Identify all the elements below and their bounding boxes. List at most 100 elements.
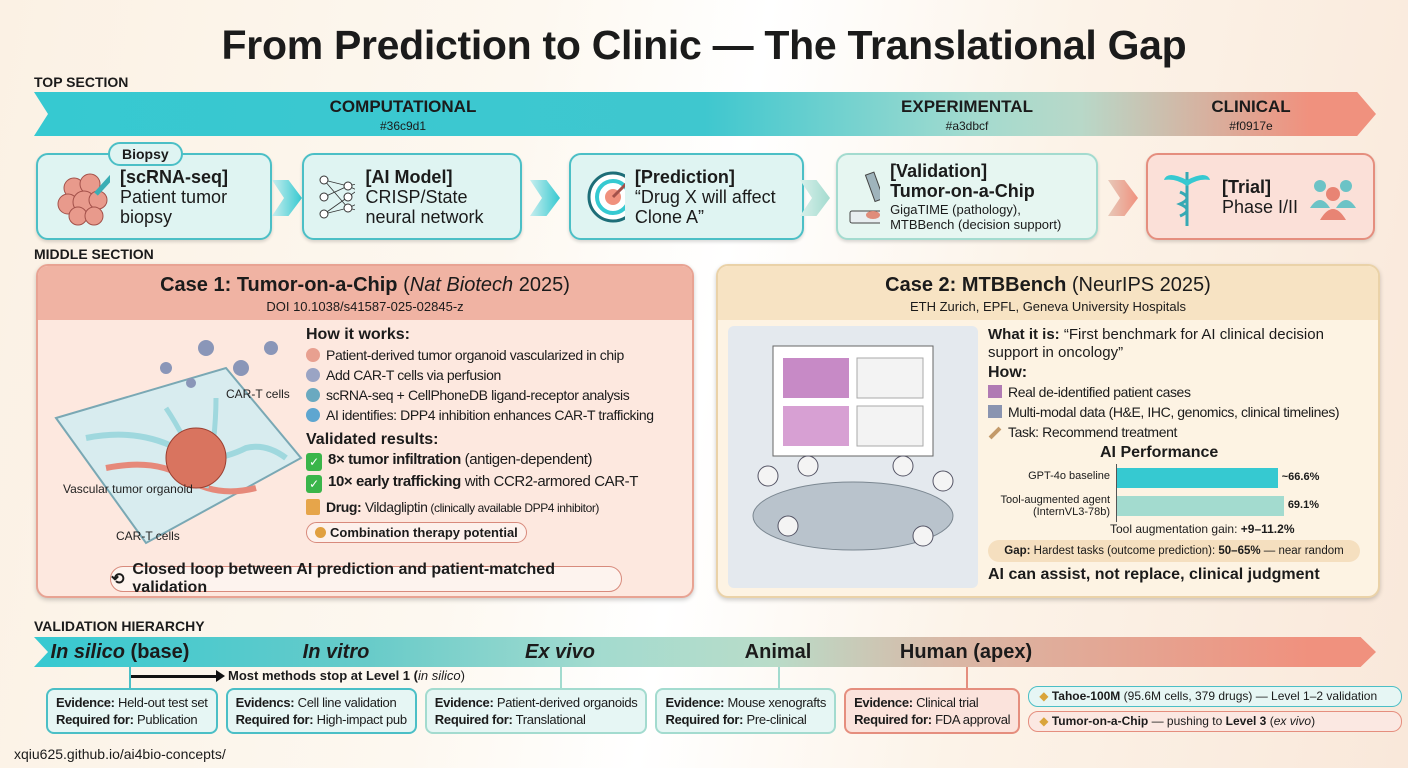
microscope-icon: [849, 170, 881, 223]
step-ai-model: [AI Model]CRISP/State neural network: [302, 153, 522, 240]
validated-results-heading: Validated results:: [306, 431, 439, 448]
flow-arrow: [272, 180, 302, 216]
footer-url: xqiu625.github.io/ai4bio-concepts/: [14, 746, 226, 762]
closed-loop-banner: ⟲Closed loop between AI prediction and p…: [110, 561, 622, 596]
bar-label: GPT-4o baseline: [1028, 470, 1110, 482]
level-in-silico: In silico (base): [50, 641, 190, 663]
how-it-works-heading: How it works:: [306, 326, 411, 343]
level-in-vitro: In vitro: [302, 641, 370, 663]
validation-hierarchy-label: VALIDATION HIERARCHY: [34, 618, 205, 634]
drug-item: Drug: Vildagliptin (clinically available…: [306, 495, 690, 519]
bar: [1116, 496, 1284, 516]
gain-text: Tool augmentation gain: +9–11.2%: [1110, 522, 1295, 536]
caduceus-icon: [1164, 171, 1210, 226]
phase-experimental: EXPERIMENTAL#a3dbcf: [901, 97, 1033, 133]
multimodal-data-icon: [988, 405, 1002, 418]
list-item: Multi-modal data (H&E, IHC, genomics, cl…: [988, 403, 1374, 423]
tahoe-tag: ◆ Tahoe-100M (95.6M cells, 379 drugs) — …: [1028, 686, 1402, 707]
connector: [560, 667, 562, 688]
case2-affiliations: ETH Zurich, EPFL, Geneva University Hosp…: [910, 299, 1186, 314]
phase-computational: COMPUTATIONAL#36c9d1: [329, 97, 477, 133]
biopsy-badge: Biopsy: [108, 142, 183, 166]
histology-icon: [988, 385, 1002, 398]
pipeline-arrow: [34, 92, 1376, 136]
figure-label: CAR-T cells: [116, 529, 180, 543]
case1-panel: Case 1: Tumor-on-a-Chip (Nat Biotech 202…: [36, 264, 694, 598]
level-ex-vivo: Ex vivo: [524, 641, 596, 663]
tumor-board-meeting-illustration: [728, 326, 978, 588]
list-item: AI identifies: DPP4 inhibition enhances …: [306, 406, 690, 426]
tumor-cells-icon: [57, 173, 111, 225]
neural-network-icon: [319, 175, 356, 218]
result-item: ✓8× tumor infiltration (antigen-dependen…: [306, 451, 690, 473]
figure-label: Vascular tumor organoid: [63, 482, 193, 496]
arrow-line: [131, 675, 219, 678]
tag-list: ◆ Tahoe-100M (95.6M cells, 379 drugs) — …: [1028, 686, 1402, 732]
step-trial: [Trial]Phase I/II: [1146, 153, 1375, 240]
checkmark-icon: ✓: [306, 475, 322, 493]
tumor-on-chip-illustration: CAR-T cells Vascular tumor organoid CAR-…: [54, 340, 303, 545]
step-prediction: [Prediction]“Drug X will affect Clone A”: [569, 153, 804, 240]
case2-header: Case 2: MTBBench (NeurIPS 2025) ETH Zuri…: [718, 266, 1378, 320]
arrow-head-icon: [216, 670, 225, 682]
cells-icon: [306, 368, 320, 382]
award-icon: [315, 527, 326, 538]
bar: [1116, 468, 1278, 488]
bar-value: 69.1%: [1287, 499, 1320, 511]
case1-doi: DOI 10.1038/s41587-025-02845-z: [266, 299, 464, 314]
loop-icon: ⟲: [111, 571, 125, 588]
list-item: scRNA-seq + CellPhoneDB ligand-receptor …: [306, 386, 690, 406]
level-animal: Animal: [744, 641, 812, 663]
flow-arrow: [1108, 180, 1138, 216]
phase-clinical: CLINICAL#f0917e: [1211, 97, 1291, 133]
list-item: Real de-identified patient cases: [988, 383, 1374, 403]
page-title: From Prediction to Clinic — The Translat…: [221, 22, 1187, 68]
bar-label: Tool-augmented agent (InternVL3-78b): [1000, 494, 1110, 518]
syringe-icon: [988, 426, 1002, 440]
level-human: Human (apex): [899, 641, 1033, 663]
chart-title: AI Performance: [1100, 444, 1219, 461]
combination-therapy-badge: Combination therapy potential: [306, 522, 527, 543]
middle-section-label: MIDDLE SECTION: [34, 246, 154, 262]
result-item: ✓10× early trafficking with CCR2-armored…: [306, 473, 690, 495]
tag-icon: ◆: [1039, 689, 1049, 703]
step-scrna-seq: [scRNA-seq]Patient tumor biopsy: [36, 153, 272, 240]
bar-value: ~66.6%: [1281, 471, 1320, 483]
conclusion: AI can assist, not replace, clinical jud…: [988, 566, 1320, 583]
tag-icon: ◆: [1039, 714, 1049, 728]
chart-axis: [1116, 464, 1117, 522]
network-icon: [306, 388, 320, 402]
organoid-icon: [306, 348, 320, 362]
patients-icon: [1310, 179, 1357, 220]
connector: [129, 667, 131, 688]
performance-chart: GPT-4o baseline ~66.6% Tool-augmented agen…: [988, 464, 1328, 522]
list-item: Add CAR-T cells via perfusion: [306, 366, 690, 386]
figure-label: CAR-T cells: [226, 387, 290, 401]
tumor-on-chip-tag: ◆ Tumor-on-a-Chip — pushing to Level 3 (…: [1028, 711, 1402, 732]
pill-bottle-icon: [306, 499, 320, 515]
connector: [778, 667, 780, 688]
how-heading: How:: [988, 364, 1028, 381]
list-item: Patient-derived tumor organoid vasculari…: [306, 346, 690, 366]
gap-note: Gap: Hardest tasks (outcome prediction):…: [988, 540, 1360, 562]
checkmark-icon: ✓: [306, 453, 322, 471]
case2-panel: Case 2: MTBBench (NeurIPS 2025) ETH Zuri…: [716, 264, 1380, 598]
target-icon: [587, 171, 625, 222]
connector: [966, 667, 968, 688]
hierarchy-arrow: [34, 637, 1376, 667]
list-item: Task: Recommend treatment: [988, 423, 1374, 443]
flow-arrow: [800, 180, 830, 216]
what-it-is: What it is: “First benchmark for AI clin…: [988, 326, 1324, 361]
level-note: Most methods stop at Level 1 (in silico): [228, 668, 465, 683]
top-section-label: TOP SECTION: [34, 74, 129, 90]
flow-arrow: [530, 180, 560, 216]
case1-header: Case 1: Tumor-on-a-Chip (Nat Biotech 202…: [38, 266, 692, 320]
virus-icon: [306, 408, 320, 422]
